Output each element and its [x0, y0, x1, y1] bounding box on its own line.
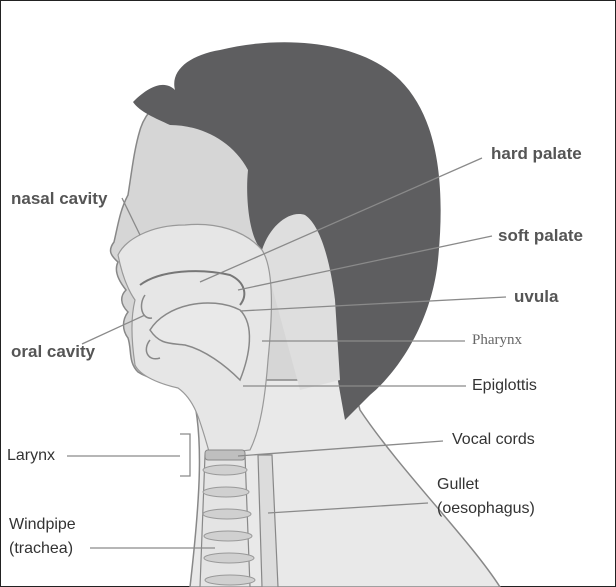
- label-windpipe: Windpipe: [9, 517, 76, 533]
- label-gullet: Gullet: [437, 477, 479, 493]
- label-vocal-cords: Vocal cords: [452, 432, 535, 448]
- label-epiglottis: Epiglottis: [472, 378, 537, 394]
- label-pharynx: Pharynx: [472, 333, 522, 348]
- label-oral-cavity: oral cavity: [11, 343, 95, 360]
- vocal-cords: [205, 450, 245, 460]
- label-soft-palate: soft palate: [498, 227, 583, 244]
- label-hard-palate: hard palate: [491, 145, 582, 162]
- label-uvula: uvula: [514, 288, 558, 305]
- label-larynx: Larynx: [7, 448, 55, 464]
- label-oesophagus: (oesophagus): [437, 501, 535, 517]
- larynx-bracket: [180, 434, 190, 476]
- label-nasal-cavity: nasal cavity: [11, 190, 107, 207]
- label-trachea: (trachea): [9, 541, 73, 557]
